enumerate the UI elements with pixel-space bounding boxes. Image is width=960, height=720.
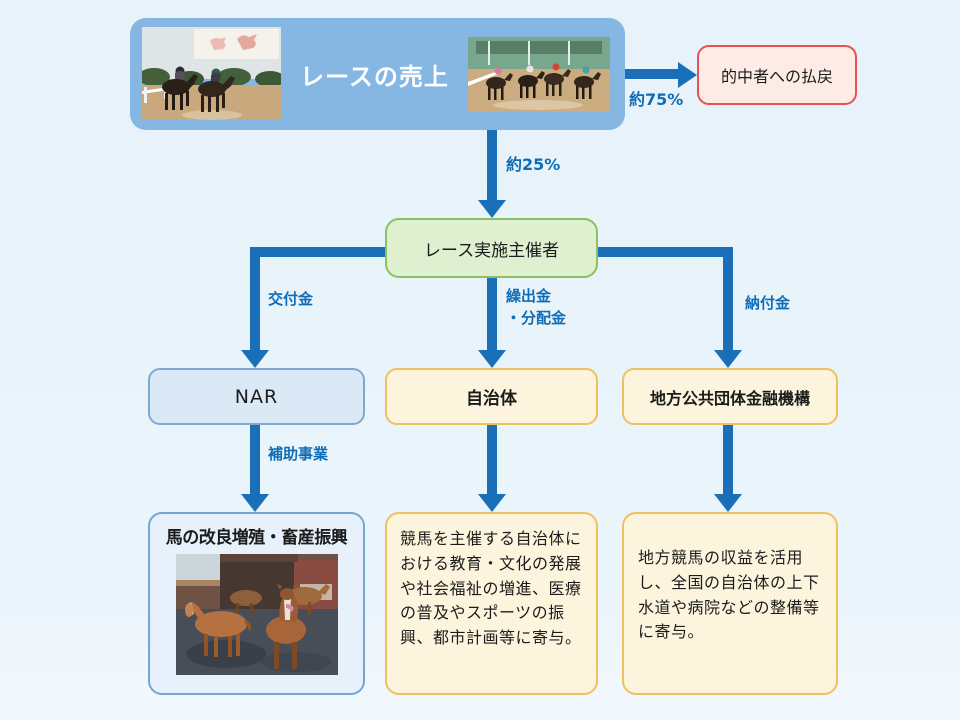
jichitai-contribution-text: 競馬を主催する自治体における教育・文化の発展や社会福祉の増進、医療の普及やスポー… [400,529,582,648]
kuridashikin-label: 繰出金 ・分配金 [506,287,567,327]
branch-left-head [241,350,269,368]
pct75-label: 約75% [629,90,684,109]
kikou-contribution-text: 地方競馬の収益を活用し、全国の自治体の上下水道や病院などの整備等に寄与。 [638,548,820,642]
race-photo-finish-icon [142,27,281,120]
arrow-25pct-head [478,200,506,218]
jichitai-contribution-box: 競馬を主催する自治体における教育・文化の発展や社会福祉の増進、医療の普及やスポー… [385,512,598,695]
payout-box: 的中者への払戻 [697,45,857,105]
sub-right-head [714,494,742,512]
horse-breeding-box: 馬の改良増殖・畜産振興 [148,512,365,695]
kikou-contribution-box: 地方競馬の収益を活用し、全国の自治体の上下水道や病院などの整備等に寄与。 [622,512,838,695]
sub-right-shaft [723,425,733,494]
pct25-label: 約25% [506,155,561,174]
branch-right-shaft [723,247,733,350]
branch-left-shaft [250,247,260,350]
branch-mid-shaft [487,278,497,350]
race-organizer-box: レース実施主催者 [385,218,598,278]
branch-right-head [714,350,742,368]
jichitai-box: 自治体 [385,368,598,425]
sub-left-head [241,494,269,512]
hojo-jigyo-label: 補助事業 [268,445,329,463]
sub-mid-head [478,494,506,512]
race-sales-box: レースの売上 [130,18,625,130]
kofukin-label: 交付金 [268,290,314,308]
arrow-25pct-shaft [487,130,497,200]
arrow-75pct-head [678,62,697,88]
race-photo-field-icon [468,37,610,112]
kikou-box: 地方公共団体金融機構 [622,368,838,425]
paddock-photo-icon [175,554,338,675]
arrow-75pct-shaft [625,69,678,79]
nofukin-label: 納付金 [745,294,791,312]
horse-breeding-title: 馬の改良増殖・畜産振興 [165,528,348,548]
sub-left-shaft [250,425,260,494]
branch-mid-head [478,350,506,368]
sub-mid-shaft [487,425,497,494]
race-sales-label: レースの売上 [300,62,449,91]
nar-box: NAR [148,368,365,425]
